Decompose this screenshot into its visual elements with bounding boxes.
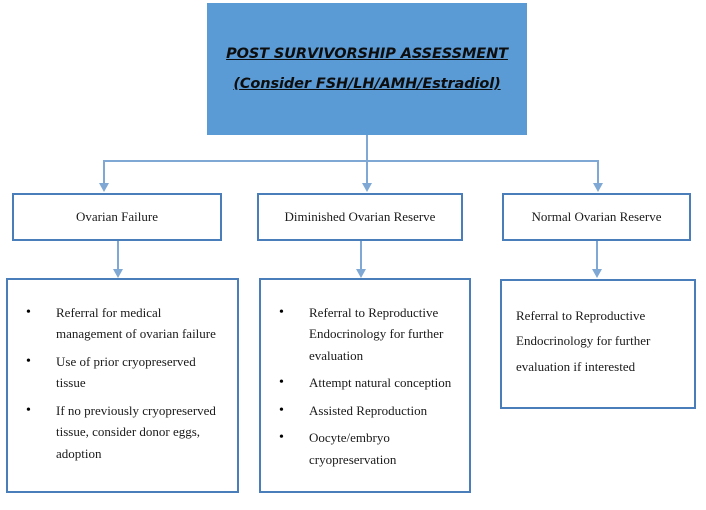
detail-text-right: Referral to Reproductive Endocrinology f… — [516, 308, 651, 374]
list-item: Referral for medical management of ovari… — [26, 301, 227, 345]
connector-branch-right — [597, 160, 599, 183]
arrowhead-middle-category — [362, 183, 372, 192]
header-title-line2: (Consider FSH/LH/AMH/Estradiol) — [233, 76, 501, 92]
category-label: Normal Ovarian Reserve — [531, 209, 662, 224]
arrowhead-middle-detail — [356, 269, 366, 278]
arrowhead-left-category — [99, 183, 109, 192]
detail-bullet-list-middle: Referral to Reproductive Endocrinology f… — [261, 280, 469, 470]
header-title-line1: POST SURVIVORSHIP ASSESSMENT — [226, 46, 508, 62]
list-item: If no previously cryopreserved tissue, c… — [26, 399, 227, 464]
list-item: Assisted Reproduction — [279, 399, 459, 423]
category-box-diminished-ovarian-reserve[interactable]: Diminished Ovarian Reserve — [257, 193, 463, 241]
connector-branch-left — [103, 160, 105, 183]
detail-bullet-list-left: Referral for medical management of ovari… — [8, 280, 237, 464]
category-box-ovarian-failure[interactable]: Ovarian Failure — [12, 193, 222, 241]
category-label: Ovarian Failure — [76, 209, 158, 224]
list-item: Use of prior cryopreserved tissue — [26, 350, 227, 394]
list-item: Attempt natural conception — [279, 371, 459, 395]
category-box-normal-ovarian-reserve[interactable]: Normal Ovarian Reserve — [502, 193, 691, 241]
connector-middle-to-detail — [360, 241, 362, 270]
connector-left-to-detail — [117, 241, 119, 270]
list-item: Oocyte/embryo cryopreservation — [279, 426, 459, 470]
connector-right-to-detail — [596, 241, 598, 270]
arrowhead-left-detail — [113, 269, 123, 278]
category-label: Diminished Ovarian Reserve — [284, 209, 436, 224]
connector-header-stem — [366, 135, 368, 161]
detail-box-diminished-ovarian-reserve: Referral to Reproductive Endocrinology f… — [259, 278, 471, 493]
detail-box-normal-ovarian-reserve: Referral to Reproductive Endocrinology f… — [500, 279, 696, 409]
arrowhead-right-category — [593, 183, 603, 192]
list-item: Referral to Reproductive Endocrinology f… — [279, 301, 459, 366]
connector-branch-middle — [366, 160, 368, 183]
header-box: POST SURVIVORSHIP ASSESSMENT (Consider F… — [207, 3, 527, 135]
arrowhead-right-detail — [592, 269, 602, 278]
detail-box-ovarian-failure: Referral for medical management of ovari… — [6, 278, 239, 493]
connector-horizontal-bus — [103, 160, 598, 162]
